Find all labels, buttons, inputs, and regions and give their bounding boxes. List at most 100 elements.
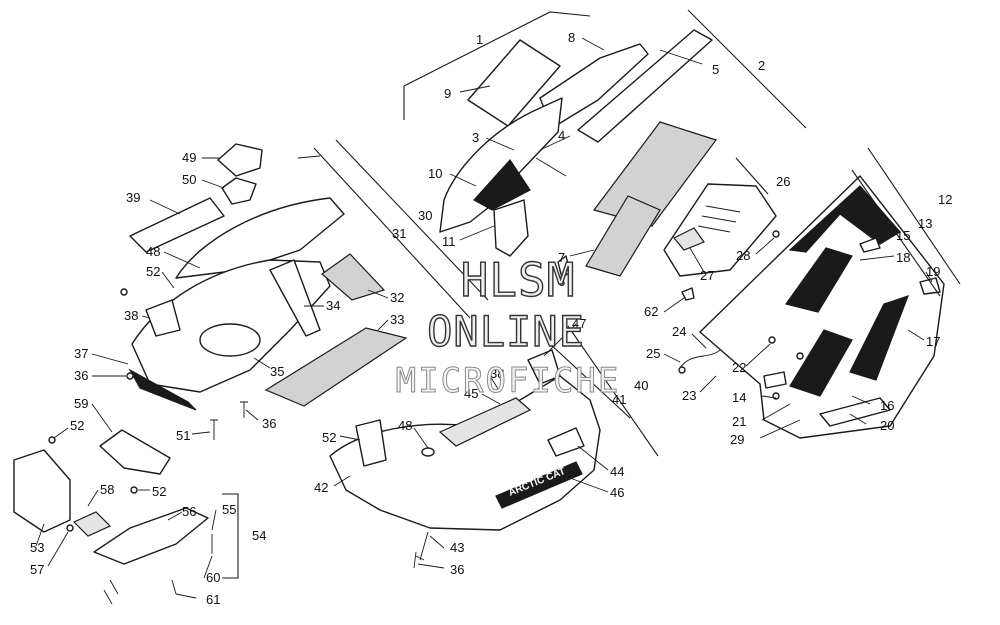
part-39-decal [129, 197, 225, 253]
leader-25 [663, 353, 681, 363]
callout-37: 37 [74, 346, 88, 361]
callout-42: 42 [314, 480, 328, 495]
leader-44 [577, 445, 609, 471]
callout-1: 1 [476, 32, 483, 47]
part-52-fastener-c [130, 486, 138, 494]
leader-46 [569, 477, 609, 493]
callout-24: 24 [672, 324, 686, 339]
part-28-fastener [772, 230, 780, 238]
bracket-40 [547, 341, 631, 419]
part-55-clip-lines [103, 579, 119, 605]
part-51-screw [210, 419, 218, 440]
part-59-deflector [99, 429, 171, 475]
callout-61: 61 [206, 592, 220, 607]
watermark-line-1: HLSM [461, 253, 576, 307]
leader-53 [35, 523, 45, 547]
callout-52a: 52 [146, 264, 160, 279]
callout-44: 44 [610, 464, 624, 479]
callout-6: 6 [558, 274, 565, 289]
part-33-foam-pad [264, 327, 408, 407]
callout-60: 60 [206, 570, 220, 585]
bracket-41 [567, 325, 659, 457]
callout-23: 23 [682, 388, 696, 403]
leader-61 [175, 593, 197, 599]
part-36-fastener-a [126, 372, 134, 380]
part-49-gauge-bezel [217, 143, 263, 177]
part-34-bracket [269, 259, 321, 337]
part-52-fastener-a [120, 288, 128, 296]
callout-2: 2 [758, 58, 765, 73]
callout-59: 59 [74, 396, 88, 411]
part-7-foam-pad [585, 195, 661, 277]
leader-3 [485, 137, 515, 151]
callout-57: 57 [30, 562, 44, 577]
part-35-lower-trim [128, 368, 197, 411]
watermark-line-3: MICROFICHE [396, 361, 621, 401]
leader-62 [663, 297, 685, 313]
leader-36c [417, 563, 445, 569]
callout-49: 49 [182, 150, 196, 165]
leader-5 [659, 49, 703, 65]
lower-skirt-assembly [13, 429, 213, 605]
part-58-mount-plate [72, 511, 112, 537]
windshield-assembly [699, 175, 945, 439]
watermark: HLSM ONLINE MICROFICHE [395, 252, 621, 401]
part-10-panel-accent [473, 159, 531, 211]
part-13-graphic-upper [788, 185, 901, 253]
leader-60 [203, 555, 213, 579]
callout-16: 16 [880, 398, 894, 413]
callout-25: 25 [646, 346, 660, 361]
part-46-decal [495, 461, 583, 509]
leader-19 [925, 271, 933, 283]
part-4-mount-strip [535, 157, 567, 177]
callout-3: 3 [472, 130, 479, 145]
leader-37 [91, 353, 129, 365]
bracket-2 [687, 9, 807, 129]
part-28-vent-lines [697, 205, 741, 233]
leader-50 [201, 179, 225, 189]
leader-36b [245, 409, 259, 421]
part-24-connector [678, 366, 686, 374]
callout-54: 54 [252, 528, 266, 543]
leader-38a [141, 315, 151, 319]
callout-36a: 36 [74, 368, 88, 383]
leader-52b [53, 427, 69, 439]
callout-48a: 48 [146, 244, 160, 259]
leader-11 [459, 225, 495, 241]
leader-16 [851, 395, 871, 405]
callout-26: 26 [776, 174, 790, 189]
callout-45: 45 [464, 386, 478, 401]
callout-62: 62 [644, 304, 658, 319]
leader-58 [87, 489, 99, 507]
callout-41: 41 [612, 392, 626, 407]
leader-29 [759, 419, 801, 439]
dash-console-assembly [120, 143, 408, 440]
part-52-fastener-b [48, 436, 56, 444]
part-17-graphic-right [849, 295, 910, 381]
leader-20 [849, 413, 867, 425]
callout-55: 55 [222, 502, 236, 517]
callout-47: 47 [572, 316, 586, 331]
callout-8: 8 [568, 30, 575, 45]
callout-38a: 38 [124, 308, 138, 323]
part-36-screw-c [413, 551, 417, 569]
leader-48b [413, 427, 429, 449]
part-16-graphic-lower [789, 329, 853, 397]
leader-45 [481, 393, 501, 405]
callout-30: 30 [418, 208, 432, 223]
leader-9 [459, 85, 491, 93]
part-36-screw-b [240, 401, 248, 418]
leader-47 [543, 323, 577, 357]
watermark-line-2: ONLINE [427, 307, 585, 356]
callout-22: 22 [732, 360, 746, 375]
callout-40: 40 [634, 378, 648, 393]
hood-panel-assembly [439, 29, 780, 374]
leader-28 [755, 237, 775, 255]
leader-17 [907, 329, 925, 341]
callout-29: 29 [730, 432, 744, 447]
callout-17: 17 [926, 334, 940, 349]
part-29-fastener [796, 352, 804, 360]
leader-43 [429, 535, 445, 549]
callout-34: 34 [326, 298, 340, 313]
